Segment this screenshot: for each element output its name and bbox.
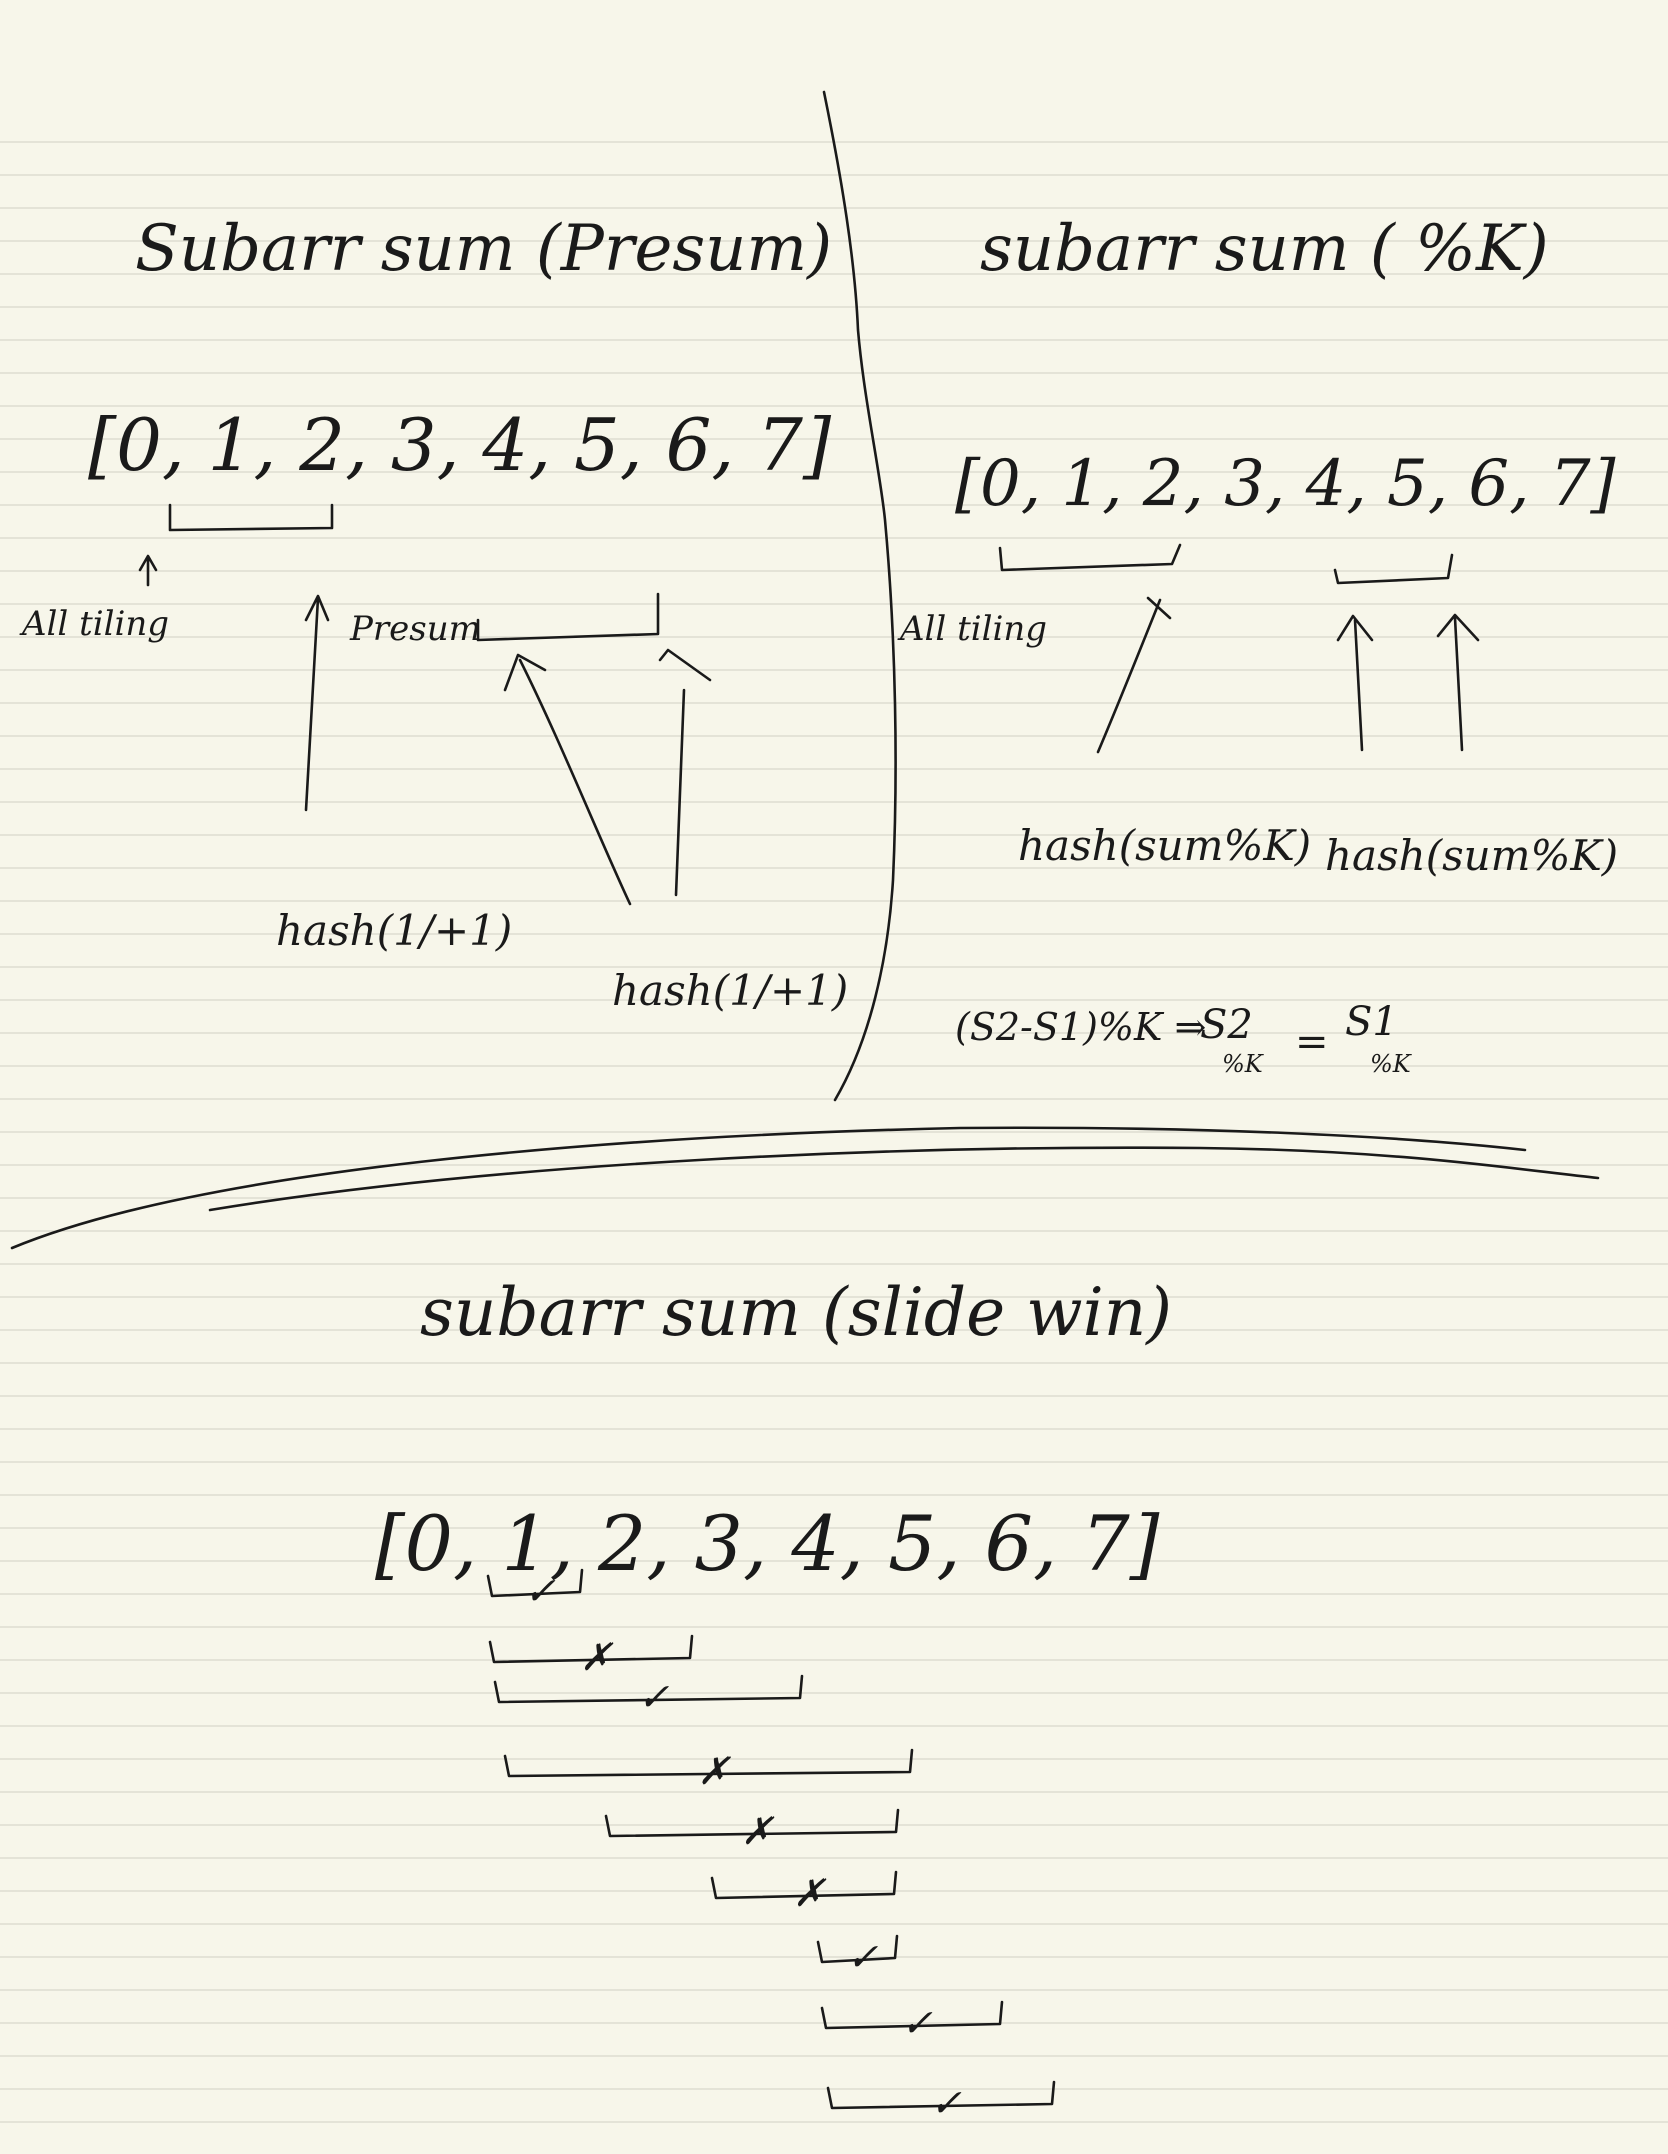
window-mark: ✗ (580, 1635, 614, 1679)
window-mark: ✗ (741, 1809, 775, 1853)
left-arrow-all (138, 554, 158, 587)
window-mark: ✓ (847, 1935, 879, 1979)
window-bracket (486, 1568, 584, 1598)
left-label-presum: Presum (349, 609, 481, 649)
left-array: [0, 1, 2, 3, 4, 5, 6, 7] (88, 403, 832, 487)
left-arrow-1 (304, 594, 330, 812)
window-mark: ✗ (793, 1871, 827, 1915)
left-hash-1: hash(1/+1) (276, 906, 512, 955)
window-bracket (488, 1634, 694, 1664)
window-bracket (503, 1748, 914, 1778)
left-section-title: Subarr sum (Presum) (135, 212, 832, 286)
right-arrow-1 (1096, 596, 1172, 754)
horizontal-divider-lower (208, 1146, 1600, 1212)
sliding-windows: ✓✗✓✗✗✗✓✓✓ (486, 1568, 1056, 2125)
window-mark: ✓ (524, 1569, 556, 1613)
left-hash-2: hash(1/+1) (612, 966, 848, 1015)
right-array: [0, 1, 2, 3, 4, 5, 6, 7] (955, 447, 1617, 521)
window-mark: ✗ (698, 1749, 732, 1793)
horizontal-divider-top (10, 1126, 1527, 1250)
vertical-divider (822, 90, 897, 1102)
left-bracket-prefix (168, 503, 334, 532)
bottom-section-title: subarr sum (slide win) (420, 1274, 1172, 1351)
left-presum-bar (476, 592, 660, 642)
left-label-all: All tiling (19, 604, 169, 644)
right-hash-1: hash(sum%K) (1018, 821, 1311, 870)
right-section-title: subarr sum ( %K) (980, 212, 1549, 286)
window-bracket (820, 2000, 1004, 2030)
right-formula-eq: = (1295, 1019, 1329, 1065)
right-bracket-prefix (998, 543, 1182, 572)
left-arrow-2 (503, 653, 632, 906)
window-bracket (826, 2080, 1056, 2110)
right-arrow-3 (1436, 613, 1480, 752)
window-mark: ✓ (638, 1675, 670, 1719)
window-mark: ✓ (901, 2001, 933, 2045)
right-formula-left: (S2-S1)%K ⇒ (955, 1005, 1206, 1049)
left-arrow-3 (658, 648, 712, 897)
right-formula-s1-mod: %K (1370, 1050, 1413, 1078)
right-bracket-window (1333, 553, 1454, 585)
window-bracket (816, 1934, 899, 1964)
window-mark: ✓ (930, 2081, 962, 2125)
right-arrow-2 (1336, 614, 1374, 752)
window-bracket (710, 1870, 898, 1900)
window-bracket (604, 1808, 900, 1838)
window-bracket (493, 1674, 804, 1704)
right-hash-2: hash(sum%K) (1325, 831, 1618, 880)
right-formula-s1: S1 (1345, 999, 1398, 1045)
right-formula-s2: S2 (1200, 1002, 1253, 1048)
right-formula-s2-mod: %K (1222, 1050, 1265, 1078)
right-label-all: All tiling (897, 609, 1047, 649)
bottom-array: [0, 1, 2, 3, 4, 5, 6, 7] (375, 1499, 1160, 1588)
ruled-lines (0, 141, 1668, 2123)
